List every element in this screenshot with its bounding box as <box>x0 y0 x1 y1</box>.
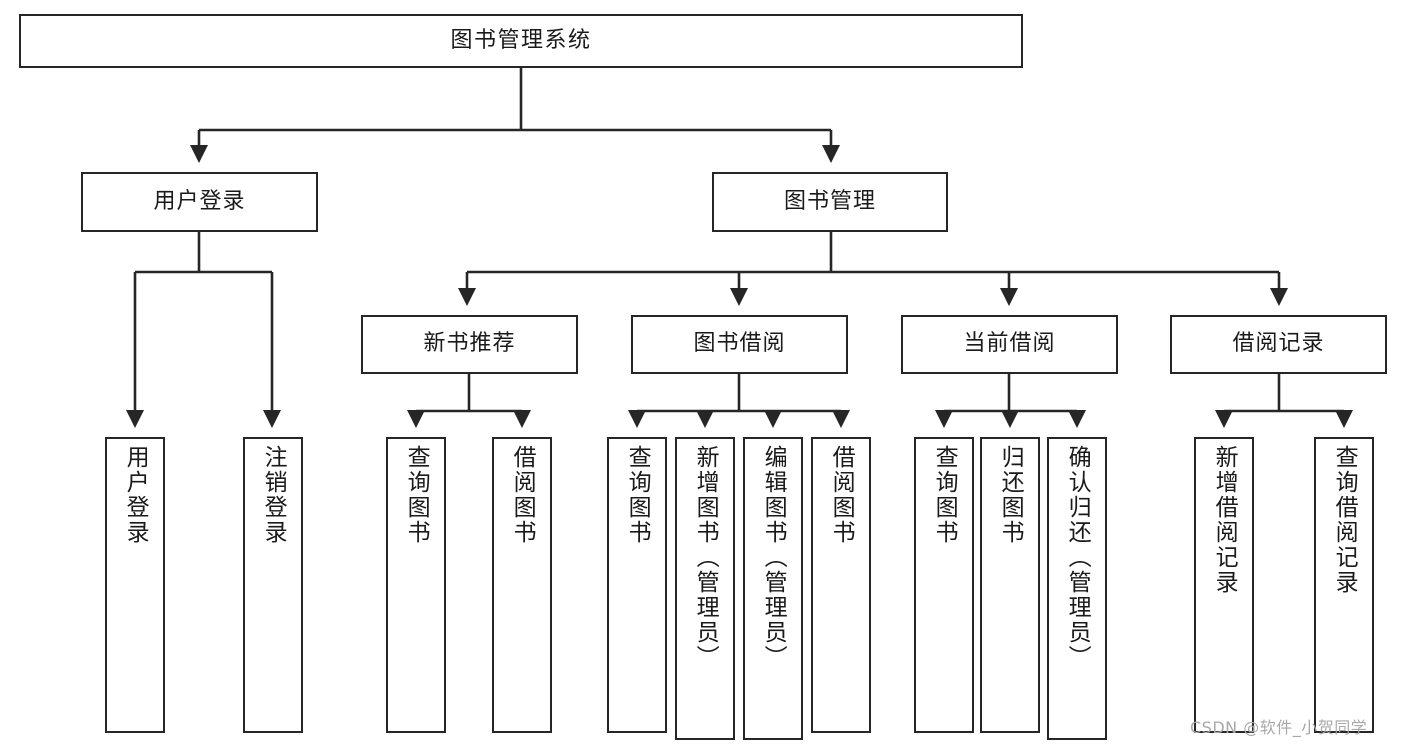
node-leaf-query-book-3-label: 查询图书 <box>931 445 958 545</box>
node-book-borrow[interactable]: 图书借阅 <box>631 315 848 374</box>
node-borrow-record-label: 借阅记录 <box>1232 331 1325 357</box>
node-leaf-query-book-2-label: 查询图书 <box>624 445 651 545</box>
node-leaf-edit-book[interactable]: 编辑图书（管理员） <box>743 437 803 740</box>
node-user-login[interactable]: 用户登录 <box>81 172 318 232</box>
node-new-book-rec[interactable]: 新书推荐 <box>361 315 578 374</box>
node-book-borrow-label: 图书借阅 <box>693 331 786 357</box>
node-book-manage[interactable]: 图书管理 <box>712 172 948 232</box>
csdn-watermark: CSDN @软件_小贺同学 <box>1190 718 1368 737</box>
node-leaf-query-record[interactable]: 查询借阅记录 <box>1314 437 1374 733</box>
node-current-borrow-label: 当前借阅 <box>963 331 1056 357</box>
node-leaf-logout[interactable]: 注销登录 <box>243 437 303 733</box>
node-leaf-logout-label: 注销登录 <box>260 445 287 545</box>
node-leaf-borrow-book-2-label: 借阅图书 <box>828 445 855 545</box>
node-leaf-user-login-label: 用户登录 <box>122 445 149 545</box>
node-leaf-add-book[interactable]: 新增图书（管理员） <box>675 437 735 740</box>
node-leaf-query-book-3[interactable]: 查询图书 <box>914 437 974 733</box>
node-leaf-user-login[interactable]: 用户登录 <box>105 437 165 733</box>
node-leaf-query-book-2[interactable]: 查询图书 <box>607 437 667 733</box>
node-leaf-add-book-label: 新增图书（管理员） <box>692 445 719 670</box>
node-new-book-rec-label: 新书推荐 <box>423 331 516 357</box>
node-leaf-return-book[interactable]: 归还图书 <box>980 437 1040 733</box>
node-leaf-add-record[interactable]: 新增借阅记录 <box>1194 437 1254 733</box>
node-leaf-query-book-1[interactable]: 查询图书 <box>386 437 446 733</box>
node-leaf-query-book-1-label: 查询图书 <box>403 445 430 545</box>
node-leaf-query-record-label: 查询借阅记录 <box>1331 445 1358 595</box>
node-root-system-label: 图书管理系统 <box>450 27 592 53</box>
node-leaf-add-record-label: 新增借阅记录 <box>1211 445 1238 595</box>
node-user-login-label: 用户登录 <box>153 188 246 214</box>
node-root-system[interactable]: 图书管理系统 <box>19 14 1023 68</box>
node-leaf-confirm-return[interactable]: 确认归还（管理员） <box>1047 437 1107 740</box>
node-leaf-borrow-book-2[interactable]: 借阅图书 <box>811 437 871 733</box>
node-leaf-borrow-book-1[interactable]: 借阅图书 <box>492 437 552 733</box>
node-leaf-edit-book-label: 编辑图书（管理员） <box>760 445 787 670</box>
node-borrow-record[interactable]: 借阅记录 <box>1170 315 1387 374</box>
node-current-borrow[interactable]: 当前借阅 <box>901 315 1118 374</box>
node-leaf-borrow-book-1-label: 借阅图书 <box>509 445 536 545</box>
node-leaf-return-book-label: 归还图书 <box>997 445 1024 545</box>
node-book-manage-label: 图书管理 <box>783 188 876 214</box>
node-leaf-confirm-return-label: 确认归还（管理员） <box>1064 445 1091 670</box>
